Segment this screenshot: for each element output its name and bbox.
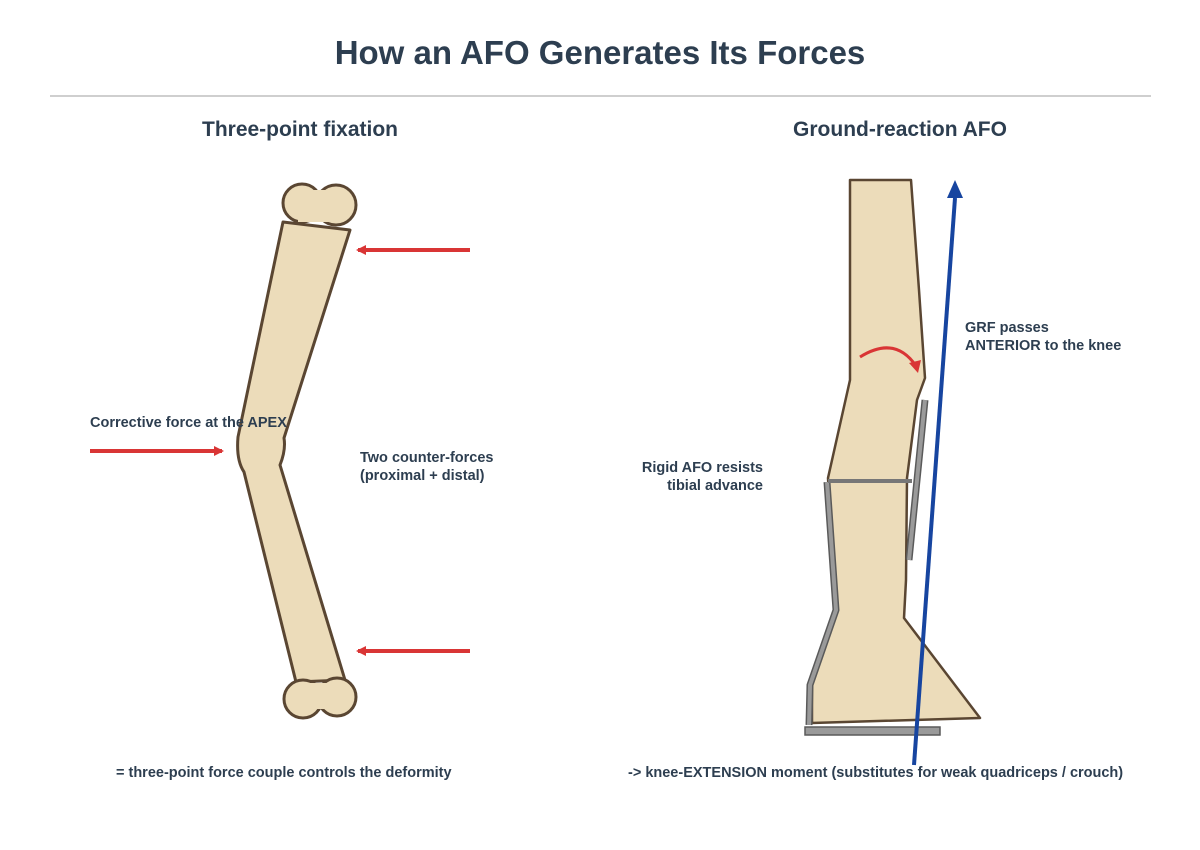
grf-label-line2: ANTERIOR to the knee (965, 338, 1122, 354)
afo-resist-label: Rigid AFO resists tibial advance (600, 459, 763, 495)
right-panel-title: Ground-reaction AFO (793, 118, 1007, 141)
bone-shaft (236, 220, 352, 684)
leg-silhouette (810, 178, 982, 725)
counter-forces-label: Two counter-forces (proximal + distal) (360, 449, 493, 485)
bone-proximal-head (281, 182, 358, 227)
grf-label: GRF passes ANTERIOR to the knee (965, 319, 1121, 355)
leg-outline (810, 178, 982, 725)
grf-vector-arrow (912, 180, 963, 766)
afo-resist-label-line2: tibial advance (667, 478, 763, 494)
afo-resist-label-line1: Rigid AFO resists (641, 460, 763, 476)
right-footer-caption: -> knee-EXTENSION moment (substitutes fo… (628, 765, 1124, 781)
corrective-force-label: Corrective force at the APEX (90, 415, 287, 431)
left-footer-caption: = three-point force couple controls the … (116, 765, 452, 781)
afo-footplate (804, 726, 941, 736)
knee-moment-curve-arrow (859, 346, 921, 373)
counter-forces-label-line1: Two counter-forces (360, 450, 494, 466)
grf-label-line1: GRF passes (965, 320, 1049, 336)
page-title: How an AFO Generates Its Forces (334, 34, 866, 71)
bent-bone (236, 182, 358, 720)
left-panel-title: Three-point fixation (202, 118, 398, 141)
counter-forces-label-line2: (proximal + distal) (360, 468, 485, 484)
afo-brace (804, 399, 941, 736)
title-divider (50, 95, 1151, 97)
bone-distal-head (282, 676, 358, 720)
